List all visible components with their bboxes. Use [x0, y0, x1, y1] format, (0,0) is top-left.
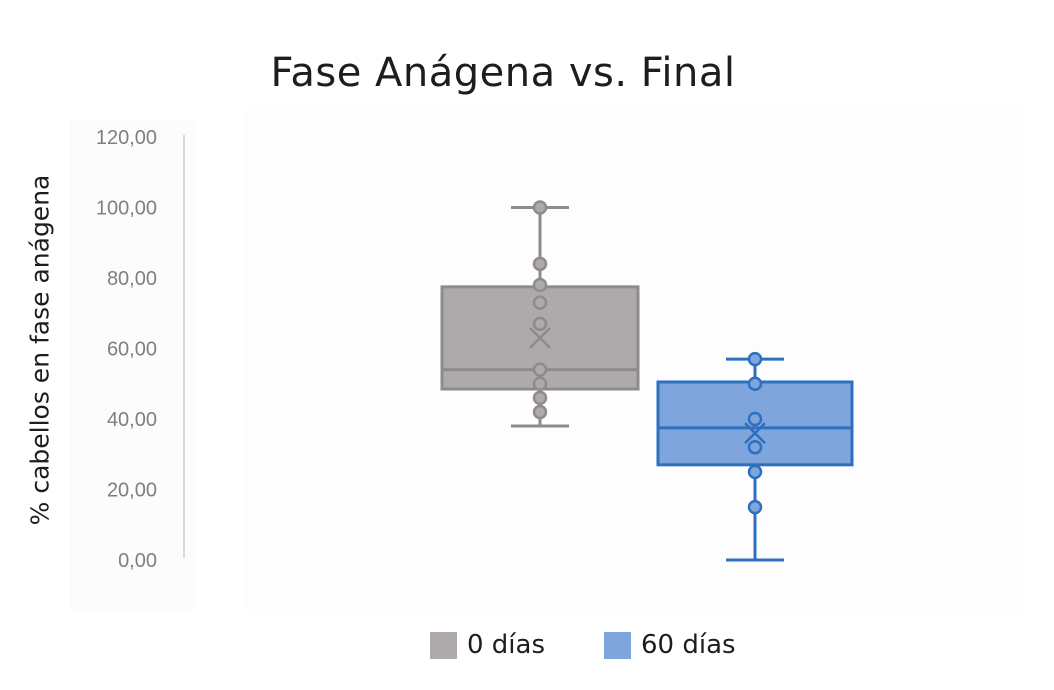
- axis-panel: [70, 120, 195, 610]
- legend-swatch-blue: [604, 631, 631, 659]
- y-tick-label: 40,00: [107, 409, 157, 431]
- data-point: [747, 439, 763, 455]
- data-point: [532, 277, 548, 293]
- legend-label: 0 días: [467, 630, 546, 660]
- data-point: [747, 499, 763, 515]
- data-point: [747, 464, 763, 480]
- mean-marker: [744, 422, 766, 444]
- data-point: [532, 362, 548, 377]
- y-tick-label: 120,00: [96, 127, 157, 149]
- data-point: [532, 376, 548, 391]
- legend-swatch-gray: [430, 631, 457, 659]
- mean-marker: [529, 327, 551, 349]
- y-tick-label: 20,00: [107, 480, 157, 502]
- data-point: [532, 316, 548, 332]
- chart-title: Fase Anágena vs. Final: [270, 50, 736, 96]
- y-tick-label: 0,00: [118, 550, 157, 572]
- y-tick-label: 100,00: [96, 198, 157, 220]
- y-tick-label: 60,00: [107, 339, 157, 361]
- legend-item-60-dias: 60 días: [604, 630, 736, 660]
- data-point: [532, 295, 548, 310]
- legend-label: 60 días: [641, 630, 736, 660]
- y-tick-label: 80,00: [107, 268, 157, 290]
- data-point: [532, 256, 548, 272]
- data-point: [747, 411, 763, 427]
- data-point: [747, 376, 763, 391]
- data-point: [532, 404, 548, 420]
- data-point: [747, 351, 763, 367]
- data-point: [532, 390, 548, 406]
- legend-item-0-dias: 0 días: [430, 630, 545, 660]
- data-point: [532, 200, 548, 215]
